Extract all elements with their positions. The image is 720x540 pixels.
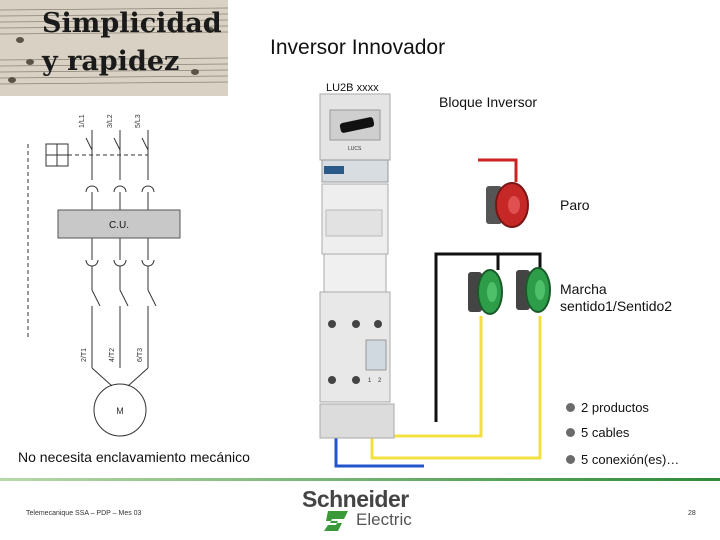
stop-wire (478, 158, 518, 182)
start-label-line-1: Marcha (560, 281, 607, 297)
side-number-2: 2 (378, 378, 382, 384)
brand-logo-icon (324, 511, 348, 531)
start-button-1 (468, 269, 503, 315)
common-wire (434, 252, 500, 422)
sheet-music-background (0, 7, 228, 85)
footer-divider (0, 478, 720, 481)
direction-wire-2 (370, 316, 542, 460)
bullet-item: 2 productos (566, 400, 649, 415)
lu2b-device: LUCS 1 2 (319, 93, 395, 439)
terminal-label-l3: 5/L3 (135, 114, 142, 128)
rotary-handle (339, 117, 375, 133)
wiring-schematic: C.U. 1/L1 3/L2 5/L3 2/T1 4/T2 6/T3 M (27, 114, 181, 437)
bullet-dot-icon (566, 428, 575, 437)
motor-wire (334, 432, 424, 468)
brand-subtitle: Electric (356, 510, 412, 529)
page-title: Inversor Innovador (270, 36, 446, 59)
control-unit-label: C.U. (109, 220, 129, 231)
bullet-item: 5 conexión(es)… (566, 452, 679, 467)
start-button-2 (516, 267, 551, 313)
terminal-label-l2: 3/L2 (107, 114, 114, 128)
terminal-label-t1: 2/T1 (81, 348, 88, 362)
start-label-line-2: sentido1/Sentido2 (560, 298, 673, 314)
reverser-block-label: Bloque Inversor (439, 94, 538, 110)
logo-banner (0, 0, 228, 96)
bullet-dot-icon (566, 455, 575, 464)
bullet-item: 5 cables (566, 425, 629, 440)
logo-line-2: y rapidez (42, 46, 180, 77)
device-badge (324, 166, 344, 174)
terminal-label-l1: 1/L1 (79, 114, 86, 128)
common-wire-branch (498, 252, 542, 270)
product-reference: LU2B xxxx (326, 82, 379, 94)
motor-label: M (116, 406, 124, 416)
stop-label: Paro (560, 197, 590, 213)
terminal-label-t2: 4/T2 (109, 348, 116, 362)
footer-caption: Telemecanique SSA – PDP – Mes 03 (26, 510, 142, 517)
brand-name: Schneider (302, 486, 409, 512)
device-model-label: LUCS (348, 146, 362, 152)
bullet-dot-icon (566, 403, 575, 412)
side-number-1: 1 (368, 378, 372, 384)
interlock-note: No necesita enclavamiento mecánico (18, 449, 250, 465)
stop-button (486, 182, 529, 228)
logo-line-1: Simplicidad (42, 8, 222, 39)
terminal-label-t3: 6/T3 (137, 348, 144, 362)
page-number: 28 (688, 510, 696, 517)
